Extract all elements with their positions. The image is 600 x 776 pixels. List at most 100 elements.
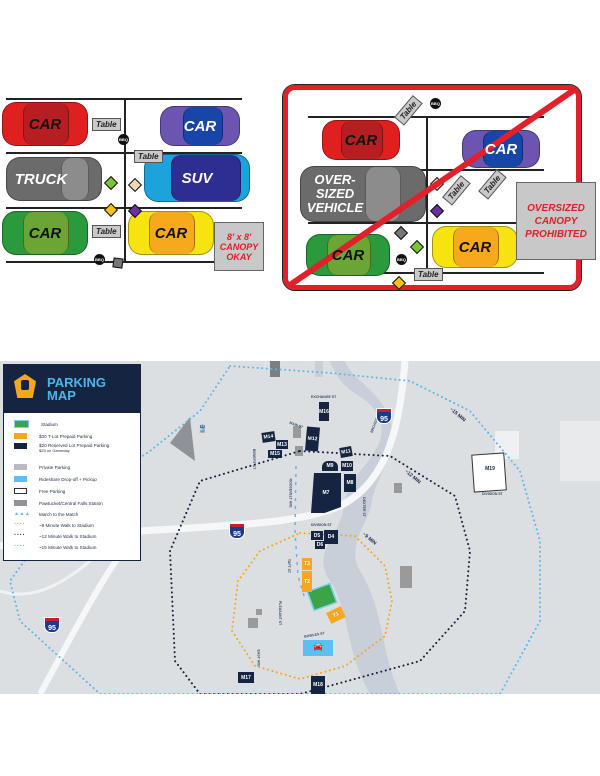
table: Table [92, 225, 121, 238]
vehicle-car-yellow: CAR [128, 211, 214, 255]
oversized-canopy-prohibited-sign: OVERSIZED CANOPY PROHIBITED [516, 182, 596, 260]
vehicle-label: CAR [458, 238, 492, 256]
stadium [306, 582, 338, 612]
table: Table [134, 150, 163, 163]
orange-swatch-icon [14, 433, 27, 439]
lot-d5[interactable]: D5 [311, 531, 323, 540]
street-label: PLEASANT ST [278, 600, 283, 626]
vehicle-car-green: CAR [306, 234, 390, 276]
legend-label: March to the Match [39, 511, 79, 517]
lot-d4[interactable]: D4 [324, 530, 338, 544]
legend-item: ····~9 Minute Walk to Stadium [14, 520, 94, 530]
divider-line [124, 98, 126, 262]
legend-item: ▲▲▲ March to the Match [14, 509, 78, 519]
table: Table [414, 268, 443, 281]
train-station-icon: 🚆 [198, 426, 207, 433]
interstate-95-shield: 95 [229, 523, 245, 539]
lot-m8[interactable]: M8 [344, 474, 356, 492]
cooler-icon [112, 257, 124, 269]
street-label: DIVISION ST [482, 492, 503, 496]
street-label: DIVISION ST [311, 523, 332, 527]
vehicle-label: CAR [183, 117, 217, 135]
legend-label: $20 Reserved Lot Prepaid Parking [39, 443, 110, 448]
legend-label: $30 T-Lot Prepaid Parking [39, 433, 93, 439]
vehicle-car-yellow: CAR [432, 226, 518, 268]
canopy-okay-sign: 8' x 8' CANOPY OKAY [214, 222, 264, 271]
legend-header: PARKING MAP [4, 365, 140, 413]
legend-item: $30 T-Lot Prepaid Parking [14, 431, 92, 441]
street-label: TAFT ST [287, 558, 292, 574]
legend-item: ···· ~12 Minute Walk to Stadium [14, 531, 96, 541]
lot-m14[interactable]: M14 [261, 431, 276, 443]
rideshare-car-icon: 🚘 [313, 642, 323, 651]
lot-m7[interactable]: M7 [311, 473, 341, 513]
legend-label: Free Parking [39, 488, 66, 494]
legend-label: Rideshare Drop-off + Pickup [39, 476, 97, 482]
vehicle-car-purple: CAR [462, 130, 540, 168]
lot-m13[interactable]: M13 [276, 440, 288, 449]
lot-d6[interactable]: D6 [315, 541, 325, 549]
lot-m15[interactable]: M15 [268, 450, 282, 458]
vehicle-truck: TRUCK [6, 157, 102, 201]
legend-label: ~12 Minute Walk to Stadium [39, 533, 97, 539]
interstate-95-shield: 95 [376, 408, 392, 424]
lot-m12[interactable]: M12 [304, 426, 321, 452]
stadium-swatch-icon [14, 420, 29, 428]
free-parking-m19 [471, 452, 507, 493]
table: Table [92, 118, 121, 131]
legend-label: Stadium [41, 421, 58, 427]
navy-dots-icon: ···· [14, 532, 26, 539]
arrows-icon: ▲▲▲ [14, 511, 31, 517]
vehicle-suv: SUV [144, 154, 250, 202]
lot-m18[interactable]: M18 [311, 676, 325, 694]
map-legend: PARKING MAP Stadium $30 T-Lot Prepaid Pa… [3, 364, 141, 561]
canopy-prohibited-diagram: CAR CAR OVER-SIZED VEHICLE CAR CAR Table… [282, 82, 598, 300]
street-label: DEXTER ST [361, 497, 366, 517]
lot-t3[interactable]: T3 [302, 558, 312, 570]
lot-m19-label: M19 [485, 466, 495, 472]
bbq-grill: BBQ [94, 254, 105, 265]
white-swatch-icon [14, 488, 27, 494]
legend-label: ~9 Minute Walk to Stadium [39, 522, 94, 528]
vehicle-oversized: OVER-SIZED VEHICLE [300, 166, 426, 222]
bbq-grill: BBQ [396, 254, 407, 265]
vehicle-label: CAR [28, 224, 62, 242]
vehicle-label: CAR [484, 140, 518, 158]
private-parking-area [170, 417, 195, 461]
map-title: PARKING MAP [47, 375, 106, 403]
lot-m10[interactable]: M10 [341, 461, 353, 471]
vehicle-car-green: CAR [2, 211, 88, 255]
chair-icon [103, 175, 119, 191]
vehicle-label: CAR [28, 115, 62, 133]
canopy-allowed-diagram: CAR CAR TRUCK SUV CAR CAR Table Table Ta… [0, 82, 280, 300]
lot-m9[interactable]: M9 [322, 461, 338, 471]
car-icon [14, 476, 27, 482]
train-icon [14, 500, 27, 506]
legend-item: Pawtucket/Central Falls Station [14, 498, 103, 508]
lot-m11[interactable]: M11 [339, 446, 353, 458]
lot-m17[interactable]: M17 [238, 672, 254, 683]
bbq-grill: BBQ [430, 98, 441, 109]
prohibition-slash [288, 87, 576, 288]
legend-item: ····~15 Minute Walk to Stadium [14, 542, 96, 552]
interstate-95-shield: 95 [44, 617, 60, 633]
street-label: EXCHANGE ST [311, 395, 337, 399]
vehicle-label: CAR [331, 246, 365, 264]
vehicle-car-red: CAR [2, 102, 88, 146]
vehicle-label: OVER-SIZED VEHICLE [306, 172, 364, 215]
lot-t2[interactable]: T2 [302, 571, 312, 592]
walk-ring-12-min [168, 449, 472, 694]
street-label: ROOSEVELT AVE [288, 478, 293, 508]
lot-m16[interactable]: M16 [319, 402, 329, 421]
vehicle-car-purple: CAR [160, 106, 240, 146]
legend-item: Stadium [14, 419, 58, 429]
rideshare-area [303, 640, 333, 656]
parking-map[interactable]: T3 T2 T1 M16 M12 M14 M13 M15 M11 M9 M10 … [0, 361, 600, 694]
blue-dots-icon: ···· [14, 543, 26, 550]
bbq-grill: BBQ [118, 134, 129, 145]
vehicle-car-red: CAR [322, 120, 400, 160]
legend-sublabel: $25 on Gameday [39, 448, 70, 453]
chair-icon [127, 177, 143, 193]
legend-item: Free Parking [14, 486, 65, 496]
legend-item: $20 Reserved Lot Prepaid Parking$25 on G… [14, 443, 109, 457]
